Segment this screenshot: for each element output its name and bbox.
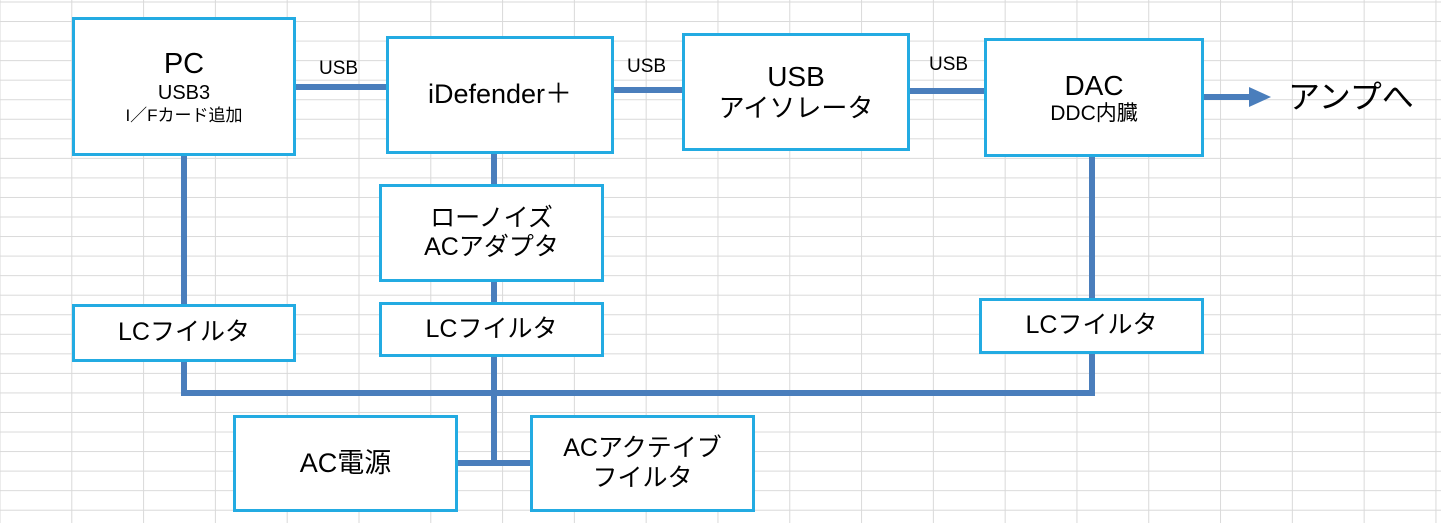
connector-idefender-to-lownoise — [491, 151, 497, 187]
connector-usbiso-to-dac — [907, 88, 987, 94]
connector-lcfilter-right-to-bus — [1089, 351, 1095, 393]
block-low-noise-ac-adapter[interactable]: ローノイズ ACアダプタ — [379, 184, 604, 282]
connector-pc-to-idefender — [294, 84, 388, 90]
block-dac-title: DAC — [1064, 69, 1124, 101]
block-lc-filter-left-title: LCフイルタ — [118, 318, 250, 347]
block-low-noise-line2: ACアダプタ — [424, 233, 559, 261]
block-usb-isolator-title: USB — [767, 61, 825, 93]
block-idefender-title: iDefender＋ — [427, 79, 573, 110]
block-pc-subtitle: USB3 — [157, 82, 211, 105]
block-low-noise-line1: ローノイズ — [430, 203, 553, 232]
block-dac-subtitle: DDC内臓 — [1050, 101, 1138, 125]
power-bus — [181, 390, 1095, 396]
block-pc-note: I／Fカード追加 — [125, 105, 243, 125]
block-ac-power-title: AC電源 — [299, 447, 392, 478]
block-lc-filter-middle-title: LCフイルタ — [425, 314, 558, 343]
output-label-amp: アンプへ — [1288, 79, 1414, 115]
connector-pc-to-lcfilter-left — [181, 153, 187, 307]
block-ac-active-filter-line2: フイルタ — [592, 463, 693, 492]
block-dac[interactable]: DAC DDC内臓 — [984, 38, 1204, 157]
edge-label-usb-1: USB — [319, 58, 359, 79]
block-ac-active-filter-line1: ACアクテイブ — [563, 434, 722, 462]
connector-dac-to-lcfilter-right — [1089, 154, 1095, 301]
block-lc-filter-middle[interactable]: LCフイルタ — [379, 302, 604, 357]
block-ac-power[interactable]: AC電源 — [233, 415, 458, 512]
edge-label-usb-3: USB — [929, 54, 969, 75]
block-lc-filter-right-title: LCフイルタ — [1025, 311, 1158, 340]
block-usb-isolator[interactable]: USB アイソレータ — [682, 33, 910, 151]
connector-lcfilter-mid-to-acpower — [491, 354, 497, 466]
block-lc-filter-right[interactable]: LCフイルタ — [979, 298, 1204, 354]
connector-lownoise-to-lcfilter-mid — [491, 279, 497, 305]
block-idefender[interactable]: iDefender＋ — [386, 36, 614, 154]
arrow-right-icon — [1249, 87, 1271, 107]
block-ac-active-filter[interactable]: ACアクテイブ フイルタ — [530, 415, 755, 512]
edge-label-usb-2: USB — [627, 56, 667, 77]
block-lc-filter-left[interactable]: LCフイルタ — [72, 304, 296, 362]
block-pc[interactable]: PC USB3 I／Fカード追加 — [72, 17, 296, 156]
connector-acpower-to-acactive — [455, 460, 535, 466]
connector-dac-to-amp — [1201, 94, 1253, 100]
connector-idefender-to-usbiso — [611, 87, 685, 93]
block-usb-isolator-subtitle: アイソレータ — [718, 93, 874, 124]
block-pc-title: PC — [163, 48, 205, 81]
connector-lcfilter-left-to-bus — [181, 359, 187, 396]
